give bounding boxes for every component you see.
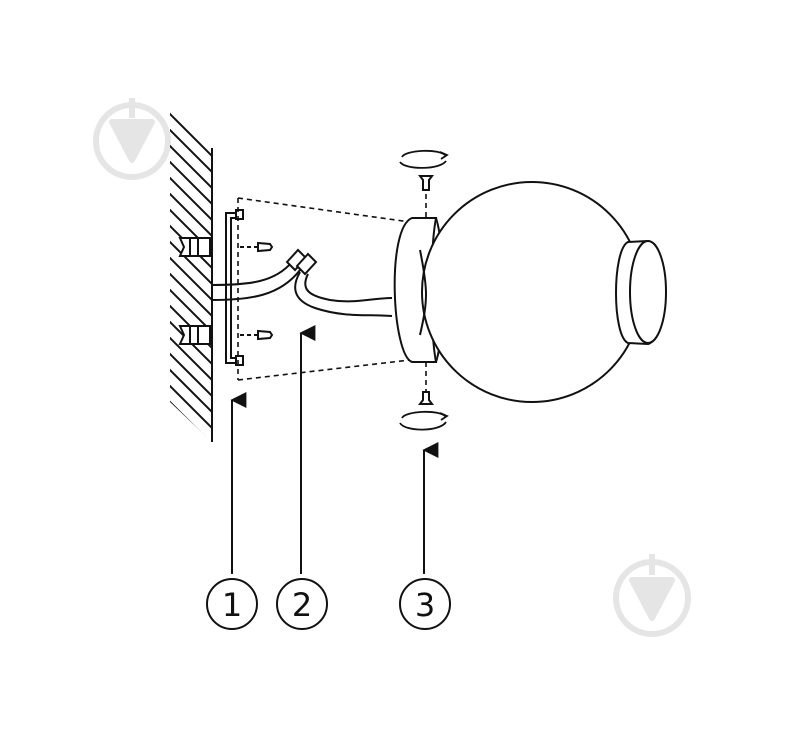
screw-top [240, 241, 274, 253]
fixing-ring-top [399, 149, 449, 169]
fixing-ring-bottom [399, 410, 449, 431]
callout-3: 3 [399, 578, 451, 630]
callout-2: 2 [276, 578, 328, 630]
screw-bottom [240, 329, 274, 341]
fixing-screw-bottom [418, 391, 434, 405]
wall-anchor-bottom [178, 325, 211, 345]
callout-label-1: 1 [222, 586, 242, 624]
wall [170, 108, 213, 442]
callout-label-2: 2 [292, 586, 312, 624]
leader-arrows [230, 325, 439, 574]
watermark-icon-top [93, 98, 171, 180]
fixing-screw-top [418, 175, 434, 191]
wall-anchor-top [178, 237, 211, 257]
lamp-cable [294, 271, 393, 317]
wire-connectors [285, 248, 318, 276]
watermark-icon-bottom [613, 554, 691, 637]
mounting-bracket [225, 209, 244, 366]
callout-1: 1 [206, 578, 258, 630]
callout-label-3: 3 [415, 586, 435, 624]
mains-wires [211, 261, 301, 301]
globe-shade [419, 181, 667, 403]
